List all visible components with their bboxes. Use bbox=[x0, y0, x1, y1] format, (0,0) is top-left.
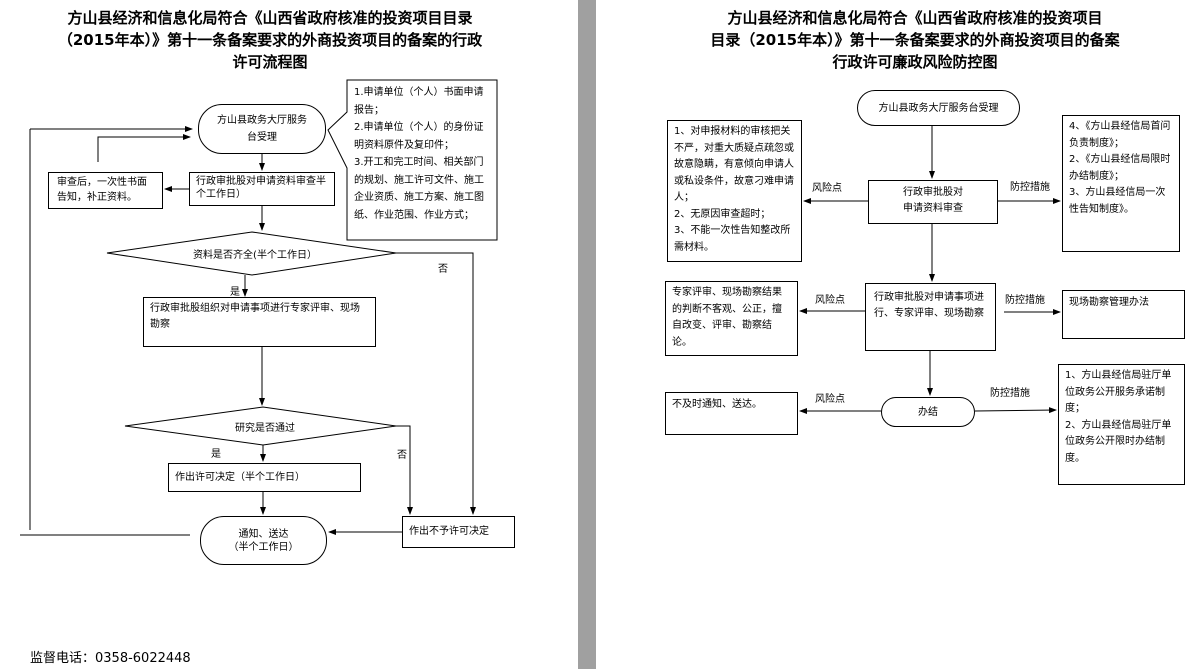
measure-box-1: 4、《方山县经信局首问负责制度》； 2、《方山县经信局限时办结制度》； 3、方山… bbox=[1062, 115, 1180, 252]
step-expert-review: 行政审批股对申请事项进行、专家评审、现场勘察 bbox=[865, 283, 996, 351]
expert-review-box: 行政审批股组织对申请事项进行专家评审、现场勘察 bbox=[143, 297, 376, 347]
decision-completeness: 资料是否齐全(半个工作日） bbox=[193, 250, 317, 261]
supplement-box: 审查后，一次性书面告知，补正资料。 bbox=[48, 172, 163, 209]
yes-label-1: 是 bbox=[230, 287, 240, 298]
step-complete: 办结 bbox=[881, 397, 975, 427]
supervision-phone: 监督电话：0358-6022448 bbox=[30, 651, 191, 666]
risk-box-1: 1、对申报材料的审核把关不严，对重大质疑点疏忽或故意隐瞒，有意倾向申请人或私设条… bbox=[667, 120, 802, 262]
step-review: 行政审批股对 申请资料审查 bbox=[868, 180, 998, 224]
measure-box-2: 现场勘察管理办法 bbox=[1062, 290, 1185, 339]
notify-node: 通知、送达 （半个工作日） bbox=[200, 516, 327, 565]
risk-box-2: 专家评审、现场勘察结果的判断不客观、公正，擅自改变、评审、勘察结论。 bbox=[665, 281, 798, 356]
no-label-1: 否 bbox=[438, 264, 448, 275]
measure-label-2: 防控措施 bbox=[1005, 295, 1045, 306]
start-node: 方山县政务大厅服务台受理 bbox=[198, 104, 326, 154]
right-start-node: 方山县政务大厅服务台受理 bbox=[857, 90, 1020, 126]
required-materials-callout: 1.申请单位（个人）书面申请报告； 2.申请单位（个人）的身份证明资料原件及复印… bbox=[354, 87, 484, 221]
risk-label-2: 风险点 bbox=[815, 295, 845, 306]
measure-label-1: 防控措施 bbox=[1010, 182, 1050, 193]
title-line-3: 许可流程图 bbox=[232, 53, 308, 71]
right-title-line-2: 目录（2015年本）》第十一条备案要求的外商投资项目的备案 bbox=[710, 31, 1120, 49]
yes-label-2: 是 bbox=[211, 449, 221, 460]
title-line-2: （2015年本）》第十一条备案要求的外商投资项目的备案的行政 bbox=[57, 31, 483, 49]
risk-label-3: 风险点 bbox=[815, 394, 845, 405]
risk-box-3: 不及时通知、送达。 bbox=[665, 392, 798, 435]
permit-decision-box: 作出许可决定（半个工作日） bbox=[168, 463, 361, 492]
right-title-line-1: 方山县经济和信息化局符合《山西省政府核准的投资项目 bbox=[727, 9, 1103, 27]
no-label-2: 否 bbox=[397, 450, 407, 461]
title-line-1: 方山县经济和信息化局符合《山西省政府核准的投资项目目录 bbox=[67, 9, 473, 27]
measure-label-3: 防控措施 bbox=[990, 388, 1030, 399]
deny-decision-box: 作出不予许可决定 bbox=[402, 516, 515, 548]
measure-box-3: 1、方山县经信局驻厅单位政务公开服务承诺制度； 2、方山县经信局驻厅单位政务公开… bbox=[1058, 364, 1185, 485]
risk-label-1: 风险点 bbox=[812, 183, 842, 194]
right-title-line-3: 行政许可廉政风险防控图 bbox=[832, 53, 998, 71]
decision-approval: 研究是否通过 bbox=[235, 423, 295, 434]
review-box: 行政审批股对申请资料审查半个工作日） bbox=[189, 172, 335, 206]
